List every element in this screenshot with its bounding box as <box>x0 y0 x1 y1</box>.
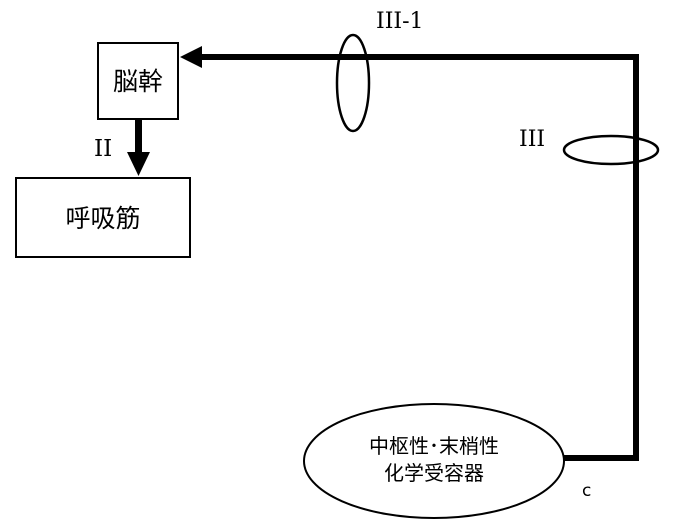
chemoreceptors-label-line1: 中枢性･末梢性 <box>369 434 499 458</box>
chemoreceptors-label-line2: 化学受容器 <box>384 461 484 485</box>
label-iii: III <box>519 127 545 152</box>
arrow-ii-head <box>127 152 150 176</box>
ring-iii <box>562 134 660 166</box>
chemoreceptors-ellipse <box>303 403 565 519</box>
feedback-arrowhead <box>180 46 202 68</box>
label-c: c <box>582 481 591 501</box>
brainstem-box <box>97 42 179 120</box>
brainstem-label: 脳幹 <box>113 67 163 96</box>
respiratory-muscles-box <box>15 177 191 258</box>
label-ii: II <box>94 136 112 162</box>
feedback-path <box>200 54 639 461</box>
label-iii-1: III-1 <box>376 9 424 34</box>
respiratory-muscles-label: 呼吸筋 <box>65 204 140 233</box>
ring-iii-1 <box>335 33 371 133</box>
arrow-ii-shaft <box>135 119 142 157</box>
